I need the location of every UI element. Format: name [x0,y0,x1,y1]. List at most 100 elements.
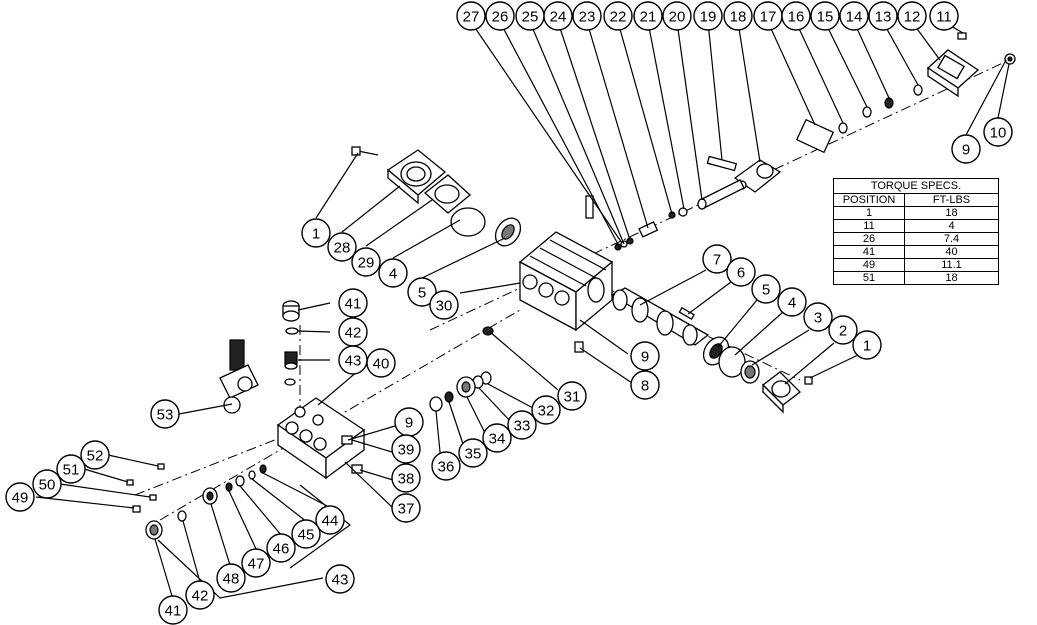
bearing-cover-2 [762,371,801,414]
balloon-circle [662,1,692,31]
part-balloon: 10 [983,117,1013,147]
o-ring-4 [450,207,486,237]
torque-table-header-ft-lbs: FT-LBS [904,193,999,207]
part-balloon: 32 [531,395,561,425]
part-balloon: 40 [366,348,396,378]
balloon-circle [338,288,368,318]
balloon-label: 48 [223,571,240,588]
table-cell: 41 [833,245,905,259]
part-balloon: 1 [301,218,331,248]
balloon-circle [929,1,959,31]
balloon-circle [391,434,421,464]
o-ring-4-right [718,346,746,378]
seal-3 [740,360,760,384]
balloon-label: 53 [157,407,174,424]
bolt-49 [132,505,141,513]
balloon-circle [456,1,486,31]
balloon-circle [482,423,512,453]
balloon-circle [266,533,296,563]
part-balloon: 31 [557,381,587,411]
balloon-circle [630,341,660,371]
balloon-circle [531,395,561,425]
part-balloon: 4 [777,287,807,317]
balloon-circle [852,330,882,360]
balloon-circle [983,117,1013,147]
part-balloon: 25 [515,1,545,31]
balloon-label: 44 [322,513,339,530]
table-cell: 4 [904,219,999,233]
balloon-circle [810,1,840,31]
table-cell: 11.1 [904,258,999,272]
torque-table-title: TORQUE SPECS. [833,178,999,194]
balloon-circle [897,1,927,31]
part-balloon: 30 [429,290,459,320]
balloon-label: 1 [312,226,320,243]
balloon-label: 14 [846,9,863,26]
balloon-label: 25 [522,9,539,26]
balloon-label: 5 [418,285,426,302]
plug-41-top [282,300,300,322]
table-cell: 26 [833,232,905,246]
balloon-label: 22 [610,9,627,26]
balloon-circle [351,247,381,277]
balloon-label: 8 [641,378,649,395]
balloon-label: 46 [273,541,290,558]
balloon-label: 4 [788,295,796,312]
balloon-label: 11 [936,9,952,26]
balloon-circle [150,399,180,429]
part-balloon: 14 [839,1,869,31]
balloon-circle [751,274,781,304]
balloon-label: 42 [192,588,209,605]
part-balloon: 42 [185,580,215,610]
part-balloon: 48 [216,563,246,593]
balloon-label: 30 [436,298,453,315]
part-balloon: 43 [325,564,355,594]
part-balloon: 22 [603,1,633,31]
part-balloon: 6 [726,257,756,287]
balloon-circle [868,1,898,31]
valve-seat-46 [235,475,245,487]
seal-retainer-34 [456,376,476,398]
balloon-label: 50 [39,477,56,494]
balloon-circle [56,454,86,484]
balloon-label: 35 [465,446,482,463]
part-balloon: 1 [852,330,882,360]
part-balloon: 3 [803,302,833,332]
balloon-circle [723,1,753,31]
part-balloon: 45 [291,519,321,549]
balloon-label: 40 [373,356,390,373]
part-balloon: 20 [662,1,692,31]
table-cell: 49 [833,258,905,272]
balloon-circle [702,244,732,274]
table-cell: 1 [833,206,905,220]
part-balloon: 36 [431,451,461,481]
part-balloon: 50 [32,469,62,499]
balloon-label: 39 [398,442,415,459]
o-ring-42-top [285,327,299,335]
oil-seal-21 [678,207,688,217]
key-6 [678,306,695,320]
part-balloon: 52 [80,440,110,470]
part-balloon: 23 [572,1,602,31]
balloon-circle [543,1,573,31]
rear-cover-12 [926,49,980,98]
table-cell: 11 [833,219,905,233]
oil-cap-10 [1004,53,1016,65]
balloon-label: 19 [700,9,717,26]
part-balloon: 26 [485,1,515,31]
part-balloon: 8 [630,370,660,400]
part-balloon: 5 [407,277,437,307]
balloon-label: 42 [345,325,362,342]
part-balloon: 18 [723,1,753,31]
balloon-label: 9 [962,142,970,159]
balloon-circle [839,1,869,31]
gasket-29 [423,174,471,214]
balloon-label: 12 [904,9,921,26]
bolt-51 [126,479,134,486]
screw-1-left [351,146,379,156]
